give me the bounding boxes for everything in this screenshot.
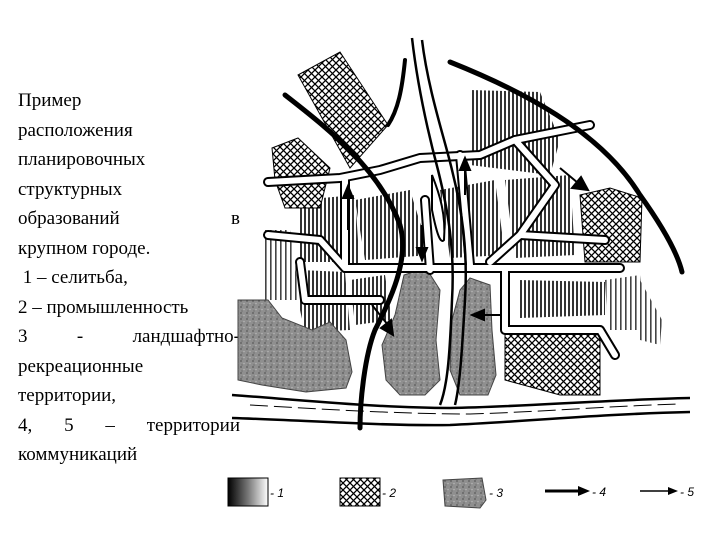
arrow-icon bbox=[371, 304, 395, 337]
river bbox=[410, 37, 468, 406]
legend-item-arrow-5: - 5 bbox=[640, 485, 694, 499]
industrial-zone bbox=[579, 187, 643, 263]
legend-label: - 5 bbox=[680, 485, 694, 499]
flow-arrows bbox=[341, 155, 590, 337]
arrow-icon bbox=[469, 308, 500, 322]
caption-line: Пример bbox=[18, 90, 82, 111]
industrial-zone bbox=[504, 329, 601, 396]
arrow-icon bbox=[341, 183, 355, 230]
residential-zone bbox=[440, 180, 505, 258]
legend-label: - 4 bbox=[592, 485, 606, 499]
caption-line: рекреационные bbox=[18, 355, 144, 377]
caption-line: планировочных bbox=[18, 149, 146, 170]
residential-zone bbox=[518, 280, 605, 318]
road-network bbox=[263, 120, 625, 360]
arrow-icon bbox=[458, 155, 472, 195]
caption-line: образований в bbox=[18, 204, 240, 234]
industrial-zone bbox=[271, 137, 331, 209]
caption-word: в bbox=[231, 208, 240, 229]
caption-line: 2 – промышленность bbox=[18, 296, 189, 318]
residential-zone bbox=[265, 230, 300, 300]
recreation-zone bbox=[237, 299, 353, 393]
caption-line: расположения bbox=[18, 119, 133, 141]
residential-zone bbox=[355, 190, 430, 260]
legend: - 1 - 2 - 3 - 4 - 5 bbox=[227, 477, 694, 509]
residential-zone bbox=[605, 275, 645, 330]
railway-lines bbox=[282, 58, 685, 431]
caption-word: образований bbox=[18, 208, 120, 229]
legend-label: - 2 bbox=[382, 486, 396, 500]
caption-line: коммуникаций bbox=[18, 444, 138, 465]
legend-item-industrial: - 2 bbox=[339, 477, 396, 507]
arrow-icon bbox=[559, 167, 590, 192]
river-island bbox=[431, 174, 446, 242]
main-river bbox=[231, 393, 691, 427]
caption-text: Пример расположения планировочных структ… bbox=[18, 86, 240, 470]
industrial-zones bbox=[271, 51, 643, 396]
recreation-zone bbox=[381, 267, 441, 396]
caption-line: структурных bbox=[18, 178, 123, 200]
caption-line: 3 - ландшафтно- bbox=[18, 326, 240, 347]
legend-item-residential: - 1 bbox=[227, 477, 284, 507]
recreation-zone bbox=[449, 277, 497, 396]
legend-item-arrow-4: - 4 bbox=[545, 485, 606, 499]
legend-label: - 3 bbox=[489, 486, 503, 500]
residential-zone bbox=[640, 280, 662, 345]
caption-line: территории, bbox=[18, 385, 117, 406]
caption-line: 1 – селитьба, bbox=[18, 267, 128, 288]
legend-item-recreation: - 3 bbox=[442, 477, 503, 509]
legend-label: - 1 bbox=[270, 486, 284, 500]
caption-line: крупном городе. bbox=[18, 237, 151, 259]
caption-line: 4, 5 – территории bbox=[18, 414, 240, 436]
arrow-icon bbox=[415, 225, 429, 263]
